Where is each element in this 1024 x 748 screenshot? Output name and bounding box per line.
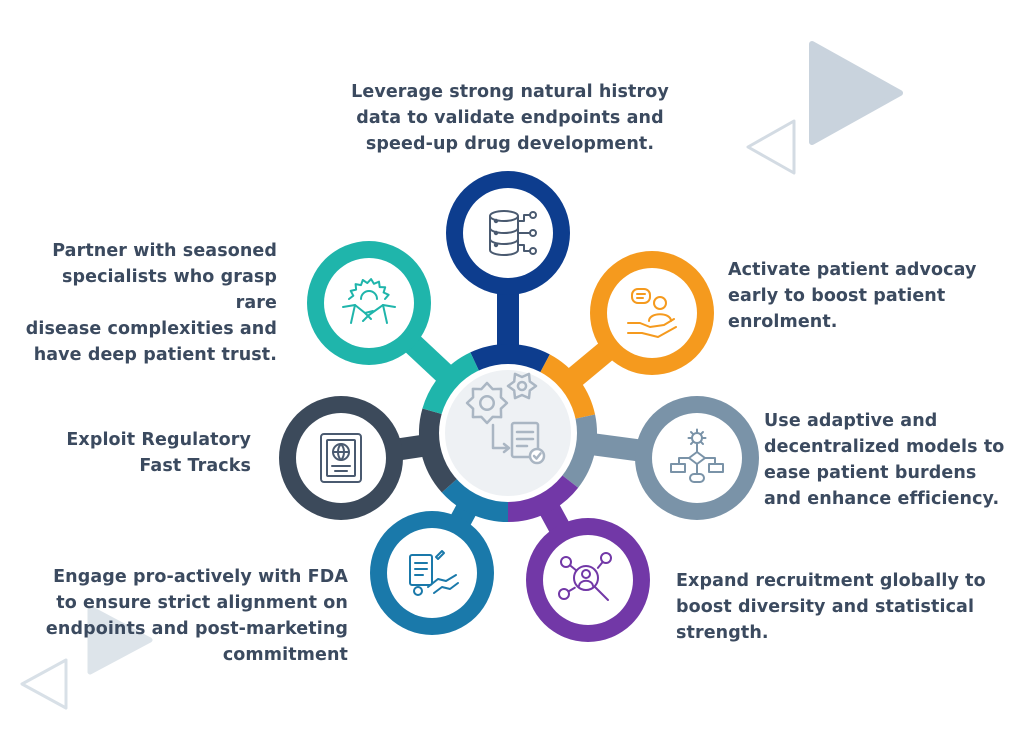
node-regulatory-fast-tracks bbox=[279, 396, 403, 520]
node-global-recruitment bbox=[526, 518, 650, 642]
node-patient-advocacy bbox=[590, 251, 714, 375]
ring-arc-adaptive-models bbox=[560, 414, 597, 488]
network-search-icon bbox=[558, 552, 612, 601]
node-label-regulatory-fast-tracks: Exploit Regulatory Fast Tracks bbox=[66, 430, 251, 476]
center-disc bbox=[439, 364, 577, 502]
deco-triangle-filled-bottom bbox=[87, 605, 153, 675]
node-label-adaptive-models: Use adaptive and decentralized models to… bbox=[764, 411, 1005, 509]
node-inner-seasoned-specialists bbox=[324, 258, 414, 348]
central-ring bbox=[418, 344, 597, 523]
node-natural-history bbox=[446, 171, 570, 295]
node-label-patient-advocacy: Activate patient advocay early to boost … bbox=[728, 260, 977, 332]
ring-arc-seasoned-specialists bbox=[422, 352, 481, 415]
node-inner-adaptive-models bbox=[652, 413, 742, 503]
decorative-triangles bbox=[20, 41, 903, 710]
ring-arc-natural-history bbox=[470, 344, 550, 375]
node-seasoned-specialists bbox=[307, 241, 431, 365]
regulatory-book-icon bbox=[320, 433, 362, 483]
handshake-gear-icon bbox=[342, 278, 396, 324]
patient-support-icon bbox=[627, 288, 677, 338]
node-inner-regulatory-fast-tracks bbox=[296, 413, 386, 503]
node-label-seasoned-specialists: Partner with seasoned specialists who gr… bbox=[25, 241, 277, 365]
nodes bbox=[279, 171, 759, 642]
node-label-natural-history: Leverage strong natural histroy data to … bbox=[351, 82, 669, 154]
ring-arc-regulatory-fast-tracks bbox=[418, 408, 459, 493]
deco-triangle-filled-top bbox=[809, 41, 903, 145]
node-fda-engagement bbox=[370, 511, 494, 635]
node-adaptive-models bbox=[635, 396, 759, 520]
ring-arc-global-recruitment bbox=[507, 473, 579, 522]
flowchart-gear-icon bbox=[670, 428, 724, 483]
deco-triangle-outline-bottom bbox=[20, 658, 68, 710]
deco-triangle-outline-top bbox=[746, 119, 796, 175]
node-label-fda-engagement: Engage pro-actively with FDA to ensure s… bbox=[45, 567, 348, 665]
ring-arc-fda-engagement bbox=[441, 477, 509, 523]
gears-document-icon bbox=[465, 372, 546, 465]
node-label-global-recruitment: Expand recruitment globally to boost div… bbox=[676, 571, 986, 643]
contract-handshake-icon bbox=[409, 550, 459, 596]
database-network-icon bbox=[489, 210, 537, 256]
node-inner-patient-advocacy bbox=[607, 268, 697, 358]
ring-arc-patient-advocacy bbox=[539, 354, 596, 420]
